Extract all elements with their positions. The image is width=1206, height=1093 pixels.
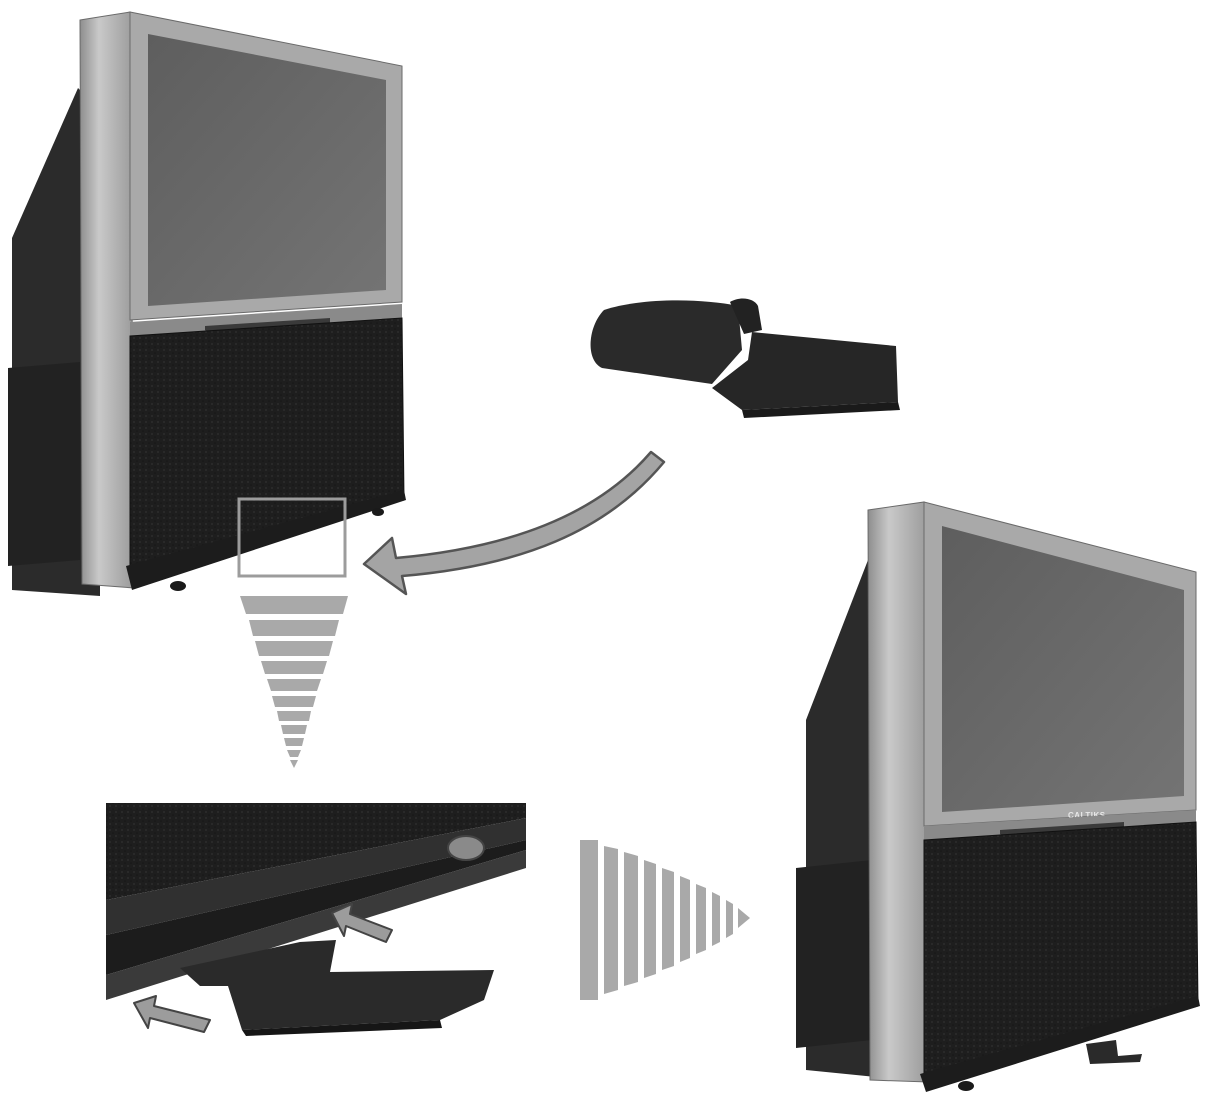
tv-bottom-right: CALTIKS [796, 502, 1200, 1092]
stand-bracket-part [591, 299, 900, 418]
down-funnel-arrow-icon [240, 596, 348, 768]
detail-closeup-photo [106, 803, 526, 1041]
right-funnel-arrow-icon [580, 840, 750, 1000]
tv-screen [148, 34, 386, 306]
curved-arrow-icon [364, 452, 664, 594]
